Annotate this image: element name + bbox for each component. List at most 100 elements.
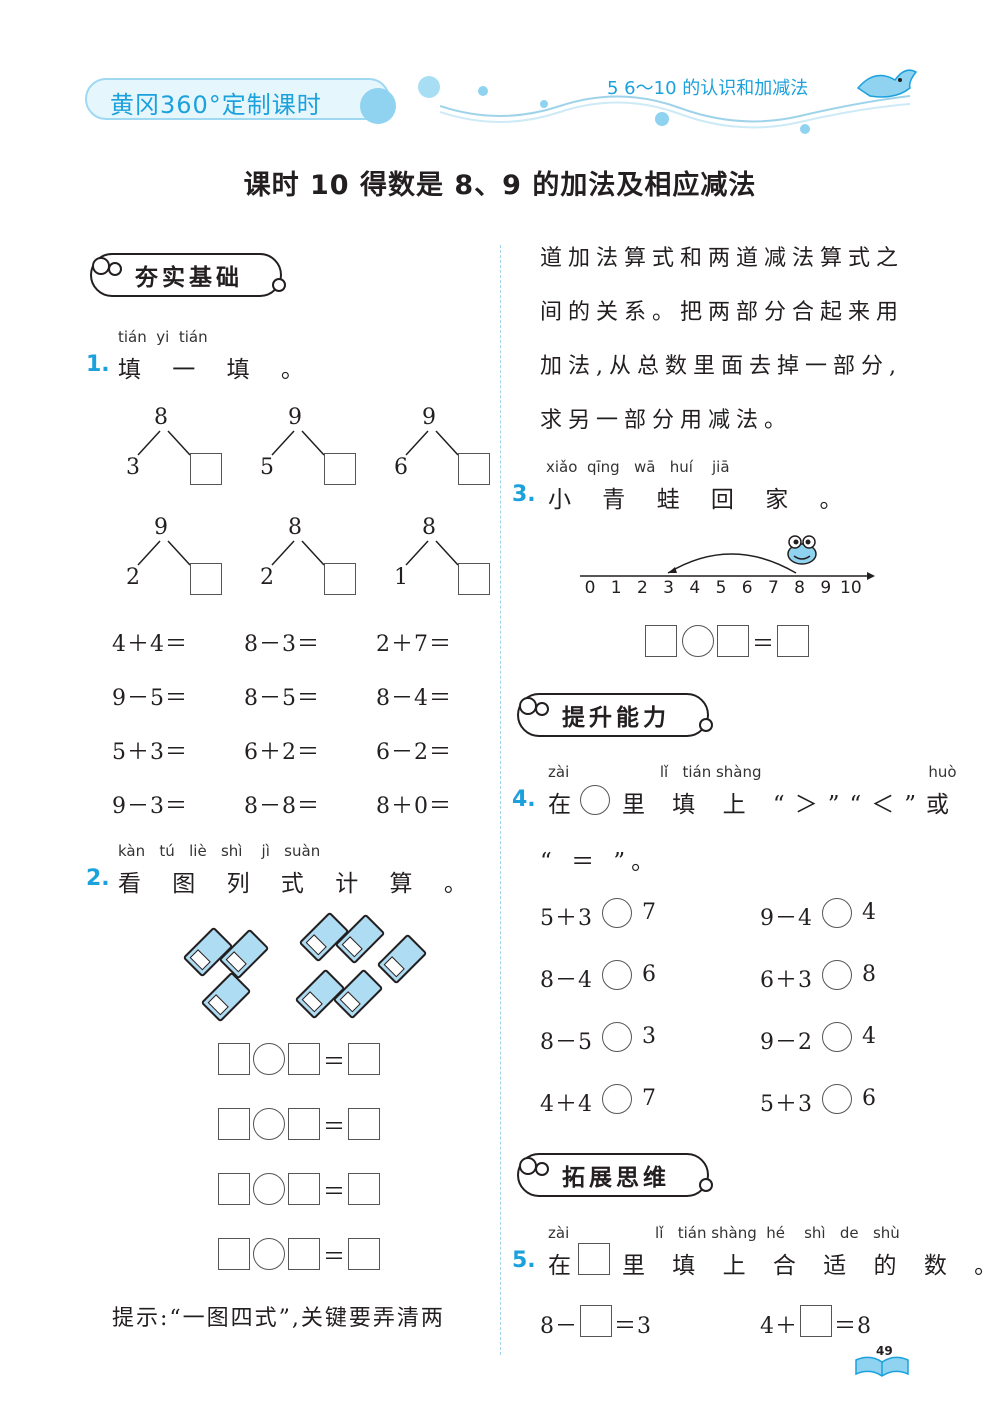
q2-answer-box[interactable]: [348, 1108, 380, 1140]
eraser-icon: [332, 968, 384, 1020]
q4-number: 4.: [512, 787, 536, 812]
decor-bubble: [800, 124, 810, 134]
q2-operator-circle[interactable]: [253, 1108, 285, 1140]
tick-label: 6: [741, 578, 753, 598]
compare-circle[interactable]: [822, 1022, 852, 1052]
q3-operator-circle[interactable]: [682, 625, 714, 657]
tree-top-number: 9: [154, 515, 168, 540]
q2-answer-box[interactable]: [348, 1043, 380, 1075]
tick-label: 4: [689, 578, 701, 598]
compare-right: 6: [642, 962, 657, 987]
equation-prompt: 8＋0＝: [376, 794, 452, 819]
series-banner: [85, 78, 390, 120]
q5-number: 5.: [512, 1248, 536, 1273]
q2-operator-circle[interactable]: [253, 1173, 285, 1205]
q2-equal-sign: ＝: [323, 1115, 347, 1140]
equation-prompt: 6－2＝: [376, 740, 452, 765]
q2-pinyin: kàn tú liè shì jì suàn: [118, 842, 321, 860]
compare-circle[interactable]: [822, 1084, 852, 1114]
series-title: 黄冈360°定制课时: [110, 91, 322, 119]
tree-answer-box[interactable]: [324, 453, 356, 485]
q3-answer-box[interactable]: [717, 625, 749, 657]
page-number: 49: [876, 1344, 893, 1358]
q4-pinyin: zài lǐ tián shàng huò: [548, 763, 957, 781]
q5-a-answer-box[interactable]: [580, 1305, 612, 1337]
q2-answer-box[interactable]: [218, 1108, 250, 1140]
number-line: [580, 553, 875, 580]
tree-answer-box[interactable]: [458, 563, 490, 595]
equation-prompt: 8－4＝: [376, 686, 452, 711]
frog-icon: [787, 535, 817, 565]
tree-answer-box[interactable]: [190, 563, 222, 595]
equation-prompt: 8－8＝: [244, 794, 320, 819]
q3-answer-box[interactable]: [645, 625, 677, 657]
q3-equal-sign: ＝: [752, 632, 776, 657]
q5-b-answer-box[interactable]: [800, 1305, 832, 1337]
compare-circle[interactable]: [822, 898, 852, 928]
chapter-title: 5 6～10 的认识和加减法: [607, 78, 809, 99]
section-expand: [517, 1153, 709, 1197]
tree-top-number: 9: [288, 405, 302, 430]
q5-example-box: [578, 1243, 610, 1275]
tick-label: 5: [715, 578, 727, 598]
tree-left-number: 6: [394, 455, 408, 480]
column-divider: [500, 245, 501, 1355]
eraser-icon: [218, 928, 270, 980]
decor-ring: [699, 718, 713, 732]
tree-top-number: 8: [288, 515, 302, 540]
q2-answer-box[interactable]: [348, 1173, 380, 1205]
equation-prompt: 6＋2＝: [244, 740, 320, 765]
compare-circle[interactable]: [602, 1022, 632, 1052]
decor-ring: [535, 702, 549, 716]
equation-prompt: 9－3＝: [112, 794, 188, 819]
tree-top-number: 8: [154, 405, 168, 430]
compare-left: 6＋3: [760, 968, 813, 993]
decor-bubble: [478, 86, 488, 96]
equation-prompt: 4＋4＝: [112, 632, 188, 657]
q5-text-2: 里 填 上 合 适 的 数 。: [622, 1253, 1000, 1279]
q4-text: 在: [548, 792, 583, 818]
compare-right: 7: [642, 1086, 657, 1111]
q2-answer-box[interactable]: [218, 1173, 250, 1205]
q2-answer-box[interactable]: [288, 1043, 320, 1075]
tree-answer-box[interactable]: [324, 563, 356, 595]
q5-pinyin: zài lǐ tián shàng hé shì de shù: [548, 1224, 900, 1242]
compare-circle[interactable]: [602, 1084, 632, 1114]
q5-a-left: 8－: [540, 1314, 578, 1339]
decor-wave: [440, 95, 910, 129]
section-improve: [517, 693, 709, 737]
compare-right: 4: [862, 900, 877, 925]
eraser-icon: [200, 971, 252, 1023]
book-icon: [855, 1356, 909, 1377]
tree-branches: [137, 430, 191, 456]
tick-label: 2: [636, 578, 648, 598]
eraser-icon: [334, 913, 386, 965]
compare-right: 4: [862, 1024, 877, 1049]
q2-answer-box[interactable]: [288, 1173, 320, 1205]
q2-operator-circle[interactable]: [253, 1043, 285, 1075]
decor-ring: [272, 278, 286, 292]
q2-answer-box[interactable]: [348, 1238, 380, 1270]
bird-icon: [856, 69, 918, 98]
compare-circle[interactable]: [822, 960, 852, 990]
decor-bubble: [540, 100, 548, 108]
tree-answer-box[interactable]: [190, 453, 222, 485]
q2-answer-box[interactable]: [288, 1108, 320, 1140]
compare-circle[interactable]: [602, 898, 632, 928]
section-basic: [90, 253, 282, 297]
q1-number: 1.: [86, 352, 110, 377]
q3-number: 3.: [512, 482, 536, 507]
decor-bubble: [418, 76, 440, 98]
q2-answer-box[interactable]: [288, 1238, 320, 1270]
equation-prompt: 5＋3＝: [112, 740, 188, 765]
compare-circle[interactable]: [602, 960, 632, 990]
q2-answer-box[interactable]: [218, 1043, 250, 1075]
tree-answer-box[interactable]: [458, 453, 490, 485]
compare-left: 5＋3: [760, 1092, 813, 1117]
q2-answer-box[interactable]: [218, 1238, 250, 1270]
q2-operator-circle[interactable]: [253, 1238, 285, 1270]
eraser-icon: [376, 933, 428, 985]
compare-right: 7: [642, 900, 657, 925]
q3-answer-box[interactable]: [777, 625, 809, 657]
tick-label: 1: [610, 578, 622, 598]
